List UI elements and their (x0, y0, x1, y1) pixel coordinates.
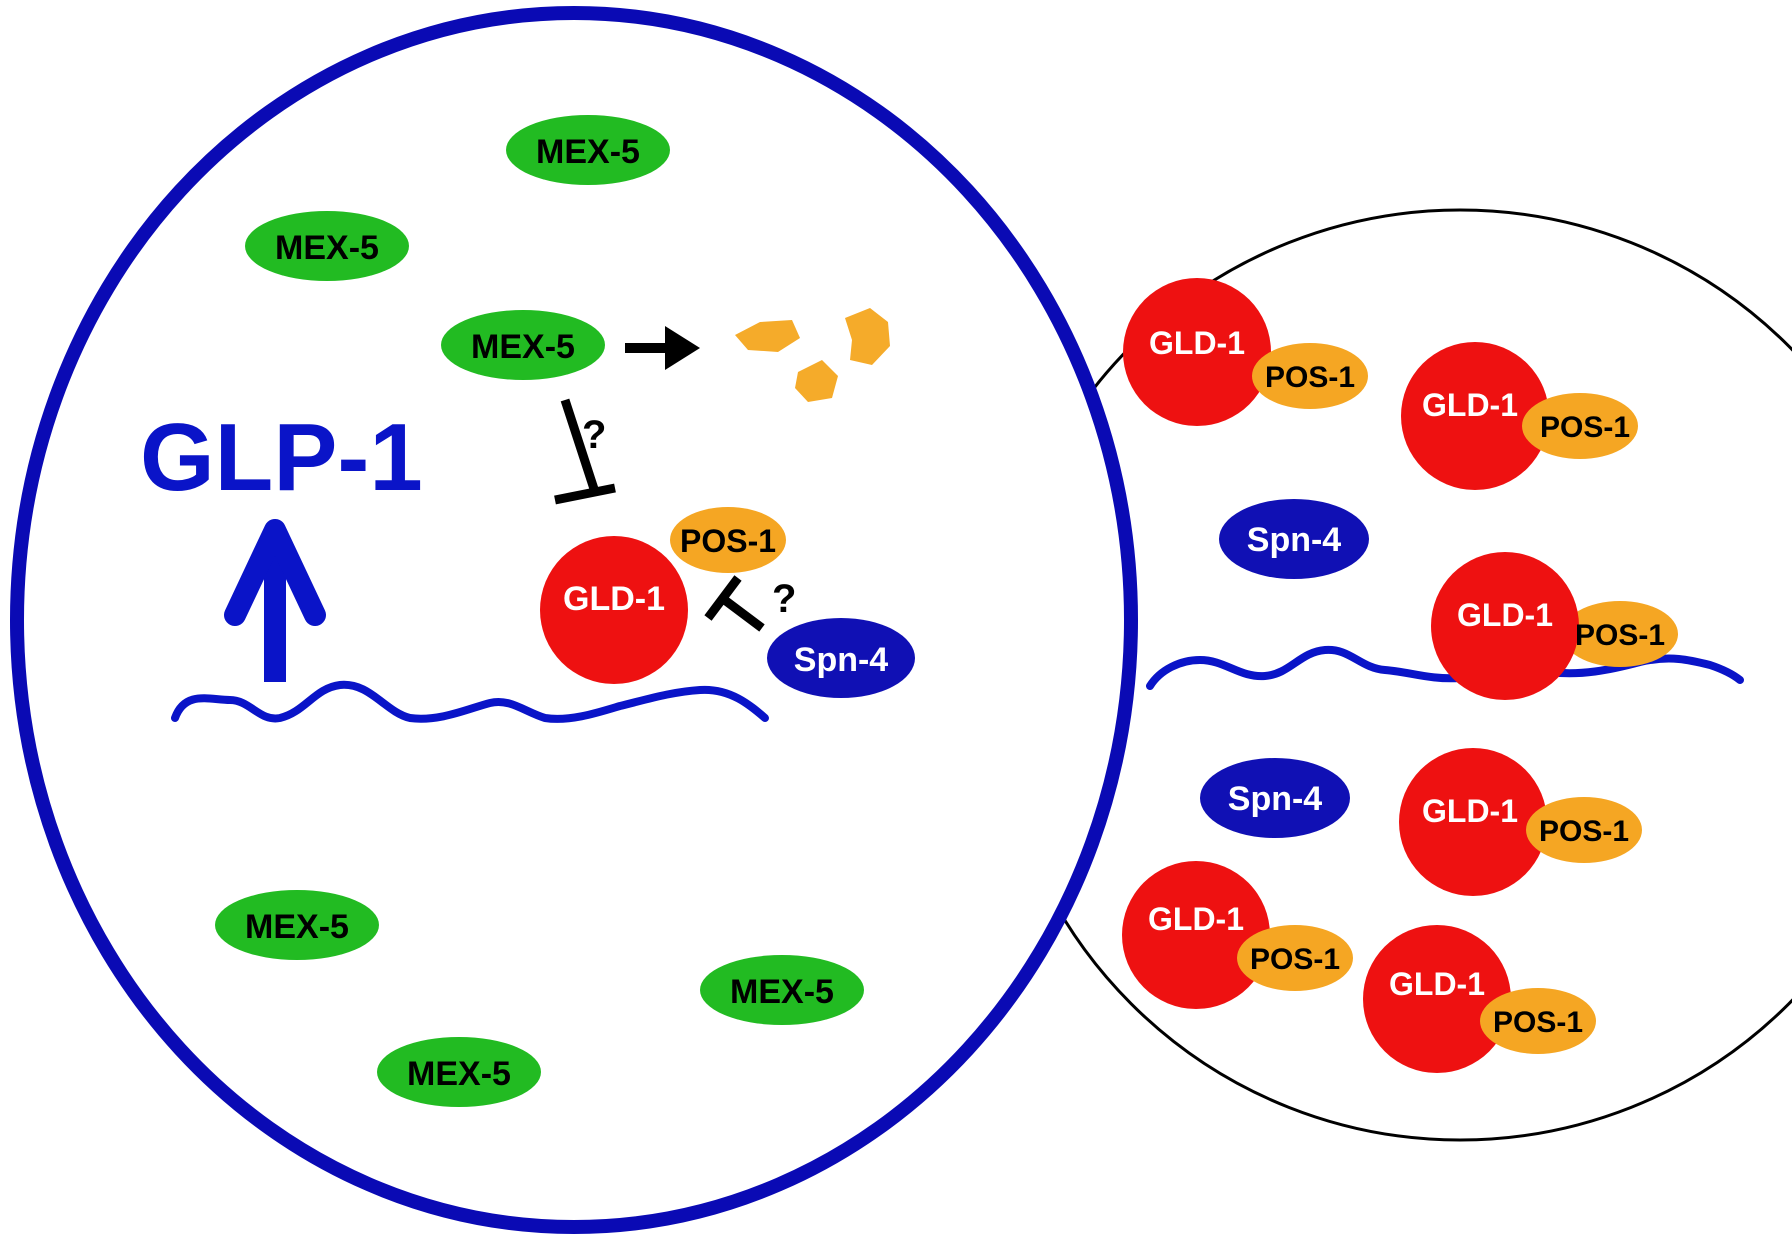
gld1-label: GLD-1 (1148, 901, 1244, 937)
mex5-blob: MEX-5 (441, 310, 605, 380)
pos1-label: POS-1 (1540, 411, 1630, 444)
gld1-label: GLD-1 (1422, 387, 1518, 423)
posterior-spn4: Spn-4 (1200, 758, 1350, 838)
spn4-label: Spn-4 (1247, 521, 1342, 559)
inhibition-t-bar-icon (554, 398, 616, 505)
pos1-label: POS-1 (1250, 943, 1340, 976)
anterior-spn4: Spn-4 (767, 618, 915, 698)
mex5-label: MEX-5 (407, 1055, 511, 1093)
right-arrow-icon (625, 326, 700, 370)
mex5-label: MEX-5 (471, 328, 575, 366)
mex5-blob: MEX-5 (506, 115, 670, 185)
gld1-label: GLD-1 (1389, 966, 1485, 1002)
gld1-label: GLD-1 (563, 580, 665, 618)
pos1-label: POS-1 (1575, 619, 1665, 652)
inhibition-t-bar-icon (704, 575, 765, 632)
posterior-gld1-complex: GLD-1 POS-1 (1401, 342, 1638, 490)
spn4-label: Spn-4 (794, 641, 889, 679)
mex5-label: MEX-5 (275, 229, 379, 267)
mex5-blob: MEX-5 (377, 1037, 541, 1107)
glp1-label: GLP-1 (140, 404, 423, 511)
posterior-gld1-complex: GLD-1 POS-1 (1431, 552, 1678, 700)
posterior-gld1-complex: GLD-1 POS-1 (1123, 278, 1368, 426)
pos1-label: POS-1 (1265, 361, 1355, 394)
mex5-label: MEX-5 (730, 973, 834, 1011)
posterior-gld1-complex: GLD-1 POS-1 (1399, 748, 1642, 896)
gld1-label: GLD-1 (1149, 325, 1245, 361)
up-arrow-icon (224, 519, 326, 682)
degraded-pos1-fragments (735, 308, 890, 402)
mex5-label: MEX-5 (245, 908, 349, 946)
mex5-label: MEX-5 (536, 133, 640, 171)
posterior-gld1-complex: GLD-1 POS-1 (1122, 861, 1353, 1009)
mex5-blob: MEX-5 (215, 890, 379, 960)
gld1-label: GLD-1 (1457, 597, 1553, 633)
anterior-gld1-complex: GLD-1 POS-1 (540, 507, 786, 684)
pos1-label: POS-1 (1493, 1006, 1583, 1039)
posterior-spn4: Spn-4 (1219, 499, 1369, 579)
anterior-mrna-strand (171, 680, 769, 723)
mex5-blob: MEX-5 (245, 211, 409, 281)
pos1-label: POS-1 (680, 523, 776, 559)
posterior-gld1-complex: GLD-1 POS-1 (1363, 925, 1596, 1073)
question-mark-upper: ? (582, 413, 606, 457)
question-mark-lower: ? (772, 577, 796, 621)
posterior-mrna-strand (1146, 645, 1744, 690)
spn4-label: Spn-4 (1228, 780, 1323, 818)
pos1-label: POS-1 (1539, 815, 1629, 848)
mex5-blob: MEX-5 (700, 955, 864, 1025)
gld1-label: GLD-1 (1422, 793, 1518, 829)
